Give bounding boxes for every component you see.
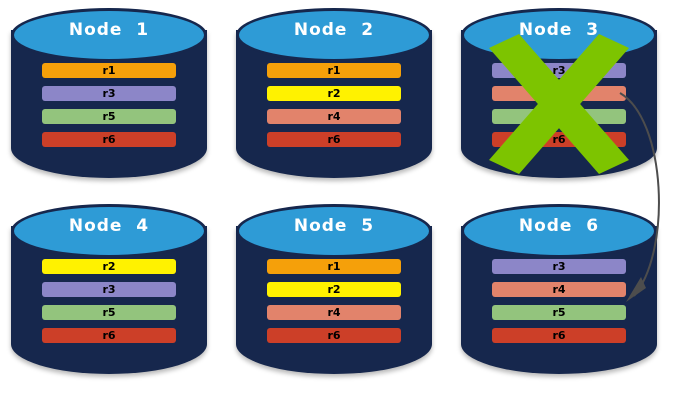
node-3-record-r6: r6 [492, 132, 626, 147]
node-4-record-list: r2 r3 r5 r6 [42, 259, 176, 351]
node-3-record-r4: r4 [492, 86, 626, 101]
node-5-record-r2: r2 [267, 282, 401, 297]
node-2-record-r2: r2 [267, 86, 401, 101]
node-6-record-r3: r3 [492, 259, 626, 274]
node-4[interactable]: r2 r3 r5 r6 Node 4 [11, 204, 207, 384]
node-1[interactable]: r1 r3 r5 r6 Node 1 [11, 8, 207, 188]
node-4-record-r6: r6 [42, 328, 176, 343]
node-4-record-r2: r2 [42, 259, 176, 274]
node-4-record-r5: r5 [42, 305, 176, 320]
node-1-record-r6: r6 [42, 132, 176, 147]
node-1-label: Node 1 [68, 20, 150, 40]
node-1-record-r5: r5 [42, 109, 176, 124]
node-2-record-r6: r6 [267, 132, 401, 147]
node-2-label: Node 2 [293, 20, 375, 40]
node-2[interactable]: r1 r2 r4 r6 Node 2 [236, 8, 432, 188]
node-4-label: Node 4 [68, 216, 150, 236]
node-6-label: Node 6 [518, 216, 600, 236]
node-3-record-r3: r3 [492, 63, 626, 78]
node-6-record-list: r3 r4 r5 r6 [492, 259, 626, 351]
node-5[interactable]: r1 r2 r4 r6 Node 5 [236, 204, 432, 384]
node-6-record-r5: r5 [492, 305, 626, 320]
node-6[interactable]: r3 r4 r5 r6 Node 6 [461, 204, 657, 384]
node-5-record-list: r1 r2 r4 r6 [267, 259, 401, 351]
node-5-record-r1: r1 [267, 259, 401, 274]
node-2-record-list: r1 r2 r4 r6 [267, 63, 401, 155]
node-5-record-r6: r6 [267, 328, 401, 343]
node-6-record-r4: r4 [492, 282, 626, 297]
node-1-record-list: r1 r3 r5 r6 [42, 63, 176, 155]
node-4-top-disc [11, 204, 207, 258]
node-1-record-r1: r1 [42, 63, 176, 78]
node-5-top-disc [236, 204, 432, 258]
node-1-top-disc [11, 8, 207, 62]
node-1-record-r3: r3 [42, 86, 176, 101]
node-2-top-disc [236, 8, 432, 62]
node-6-record-r6: r6 [492, 328, 626, 343]
node-3-record-r5: r5 [492, 109, 626, 124]
node-2-record-r4: r4 [267, 109, 401, 124]
node-2-record-r1: r1 [267, 63, 401, 78]
node-5-record-r4: r4 [267, 305, 401, 320]
node-5-label: Node 5 [293, 216, 375, 236]
node-3[interactable]: r3 r4 r5 r6 Node 3 [461, 8, 657, 188]
node-4-record-r3: r3 [42, 282, 176, 297]
node-3-label: Node 3 [518, 20, 600, 40]
node-3-record-list: r3 r4 r5 r6 [492, 63, 626, 155]
